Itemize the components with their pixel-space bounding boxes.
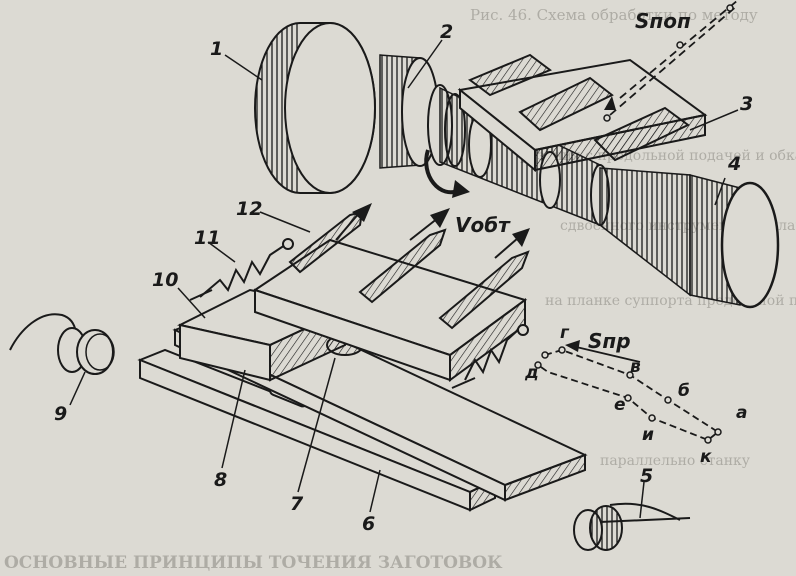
lower-tool-holder-12 xyxy=(252,210,530,382)
point-d: д xyxy=(524,363,539,383)
point-v: в xyxy=(630,357,641,377)
label-s-pr: Sпр xyxy=(588,329,631,353)
spring-right xyxy=(451,324,529,389)
bg-line-1: Рис. 46. Схема обработки по методу xyxy=(470,6,758,24)
handwheel-9 xyxy=(9,313,115,375)
handwheel-5 xyxy=(573,502,691,551)
label-3: 3 xyxy=(740,93,753,115)
rotation-arrow xyxy=(424,149,470,198)
label-2: 2 xyxy=(440,21,453,43)
point-k: к xyxy=(700,447,712,467)
leader-lines xyxy=(69,39,739,519)
label-11: 11 xyxy=(194,227,220,249)
label-9: 9 xyxy=(54,403,67,425)
v-obt-arrows xyxy=(335,203,530,259)
s-pop-feed-arrow xyxy=(603,0,739,122)
bg-bottom-line: ОСНОВНЫЕ ПРИНЦИПЫ ТОЧЕНИЯ ЗАГОТОВОК xyxy=(4,553,503,573)
label-4: 4 xyxy=(727,153,741,175)
path-point-labels: г д в б е а и к xyxy=(524,323,747,467)
label-12: 12 xyxy=(236,198,262,220)
label-6: 6 xyxy=(362,513,375,535)
label-5: 5 xyxy=(640,465,653,487)
label-10: 10 xyxy=(152,269,178,291)
upper-tool-holder-3 xyxy=(457,53,708,173)
point-i: и xyxy=(642,425,654,445)
chuck-1 xyxy=(254,22,376,194)
label-1: 1 xyxy=(210,38,223,60)
point-b: б xyxy=(678,381,690,401)
bg-line-5: параллельно станку xyxy=(600,453,751,469)
point-a: а xyxy=(736,403,747,423)
point-e: е xyxy=(614,395,626,415)
label-v-obt: Vобт xyxy=(455,213,511,237)
label-8: 8 xyxy=(214,469,227,491)
spring-11 xyxy=(189,238,294,301)
motion-labels: Sпоп Vобт Sпр xyxy=(455,9,691,353)
point-g: г xyxy=(560,323,570,343)
label-7: 7 xyxy=(290,493,304,515)
feed-path-s-pr xyxy=(534,340,722,444)
part-labels: 1 2 3 4 5 6 7 8 9 10 11 12 xyxy=(54,21,753,535)
label-s-pop: Sпоп xyxy=(635,9,691,33)
